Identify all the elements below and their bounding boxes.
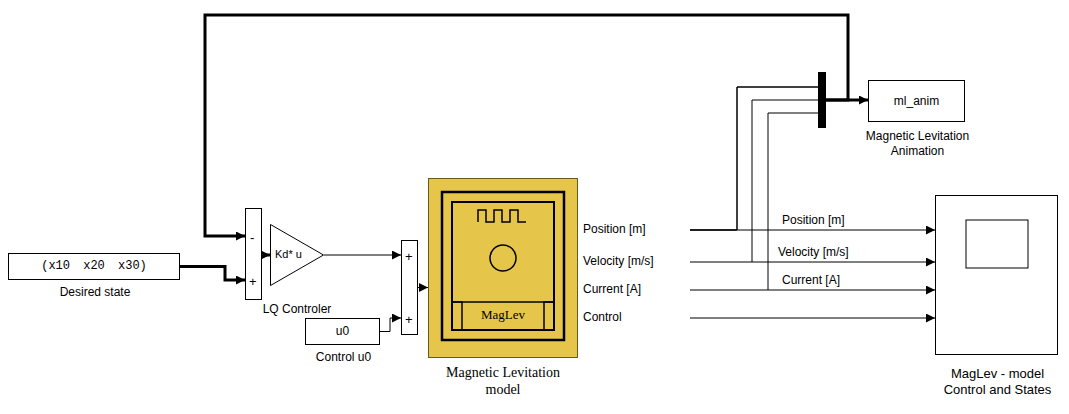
sign-label: + — [405, 249, 413, 265]
signal-line-segment — [180, 267, 245, 281]
block-icon-label: MagLev — [428, 307, 578, 323]
maglev-subsystem: Position [m] Velocity [m/s] Current [A] Con… — [428, 178, 690, 358]
current-tap — [768, 113, 818, 290]
block-name: Control u0 — [299, 350, 389, 365]
constant-block: u0Control u0 — [305, 318, 380, 345]
animation-block: ml_animMagnetic Levitation Animation — [868, 80, 965, 122]
signal-line — [690, 318, 935, 319]
function-name: ml_anim — [894, 94, 939, 109]
velocity-tap — [752, 100, 818, 262]
signal-line-segment — [262, 254, 270, 257]
signal-line — [690, 87, 868, 230]
signal-line-segment — [690, 318, 935, 319]
signal-line-segment — [324, 255, 401, 256]
signal-line — [180, 267, 245, 281]
signal-label: Velocity [m/s] — [776, 245, 851, 259]
signal-line-segment — [690, 290, 935, 291]
gain-triangle: Kd* uLQ Controler — [270, 224, 324, 286]
constant-value: u0 — [336, 324, 349, 339]
block-name: Desired state — [9, 285, 181, 300]
gain-expression: Kd* u — [275, 248, 302, 261]
sum-block: -+ — [245, 208, 262, 300]
sum-block: ++ — [401, 240, 418, 335]
signal-line — [262, 255, 270, 256]
signal-line-segment — [418, 287, 428, 288]
block-name: Magnetic Levitation Animation — [843, 129, 993, 159]
maglev-icon — [429, 179, 578, 358]
block-name: MagLev - model Control and States — [933, 366, 1063, 398]
signal-line — [690, 290, 935, 291]
mux-block — [818, 72, 826, 128]
port-label: Velocity [m/s] — [583, 254, 654, 269]
scope-outline — [936, 196, 1059, 356]
port-label: Position [m] — [583, 222, 646, 237]
signal-line — [324, 255, 401, 256]
block-name: Magnetic Levitation model — [433, 364, 573, 398]
block-name: LQ Controler — [259, 302, 335, 317]
port-label: Current [A] — [583, 282, 641, 297]
scope-block: MagLev - model Control and States — [935, 195, 1058, 355]
signal-line-segment — [690, 87, 818, 230]
signal-line-segment — [380, 318, 401, 332]
signal-label: Current [A] — [780, 273, 842, 287]
signal-line — [690, 230, 935, 231]
signal-line-segment — [690, 230, 935, 231]
signal-line — [380, 318, 401, 332]
desired-state-block: (x10 x20 x30)Desired state — [8, 253, 180, 280]
signal-line — [418, 287, 428, 288]
constant-value: (x10 x20 x30) — [41, 259, 147, 274]
signal-line-segment — [690, 87, 818, 230]
signal-label: Position [m] — [780, 213, 847, 227]
port-label: Control — [583, 310, 622, 325]
signal-line-segment — [690, 262, 935, 263]
sign-label: + — [405, 312, 413, 328]
signal-line — [690, 262, 935, 263]
sign-label: + — [249, 274, 257, 290]
sign-label: - — [250, 230, 254, 246]
scope-screen — [966, 220, 1028, 268]
